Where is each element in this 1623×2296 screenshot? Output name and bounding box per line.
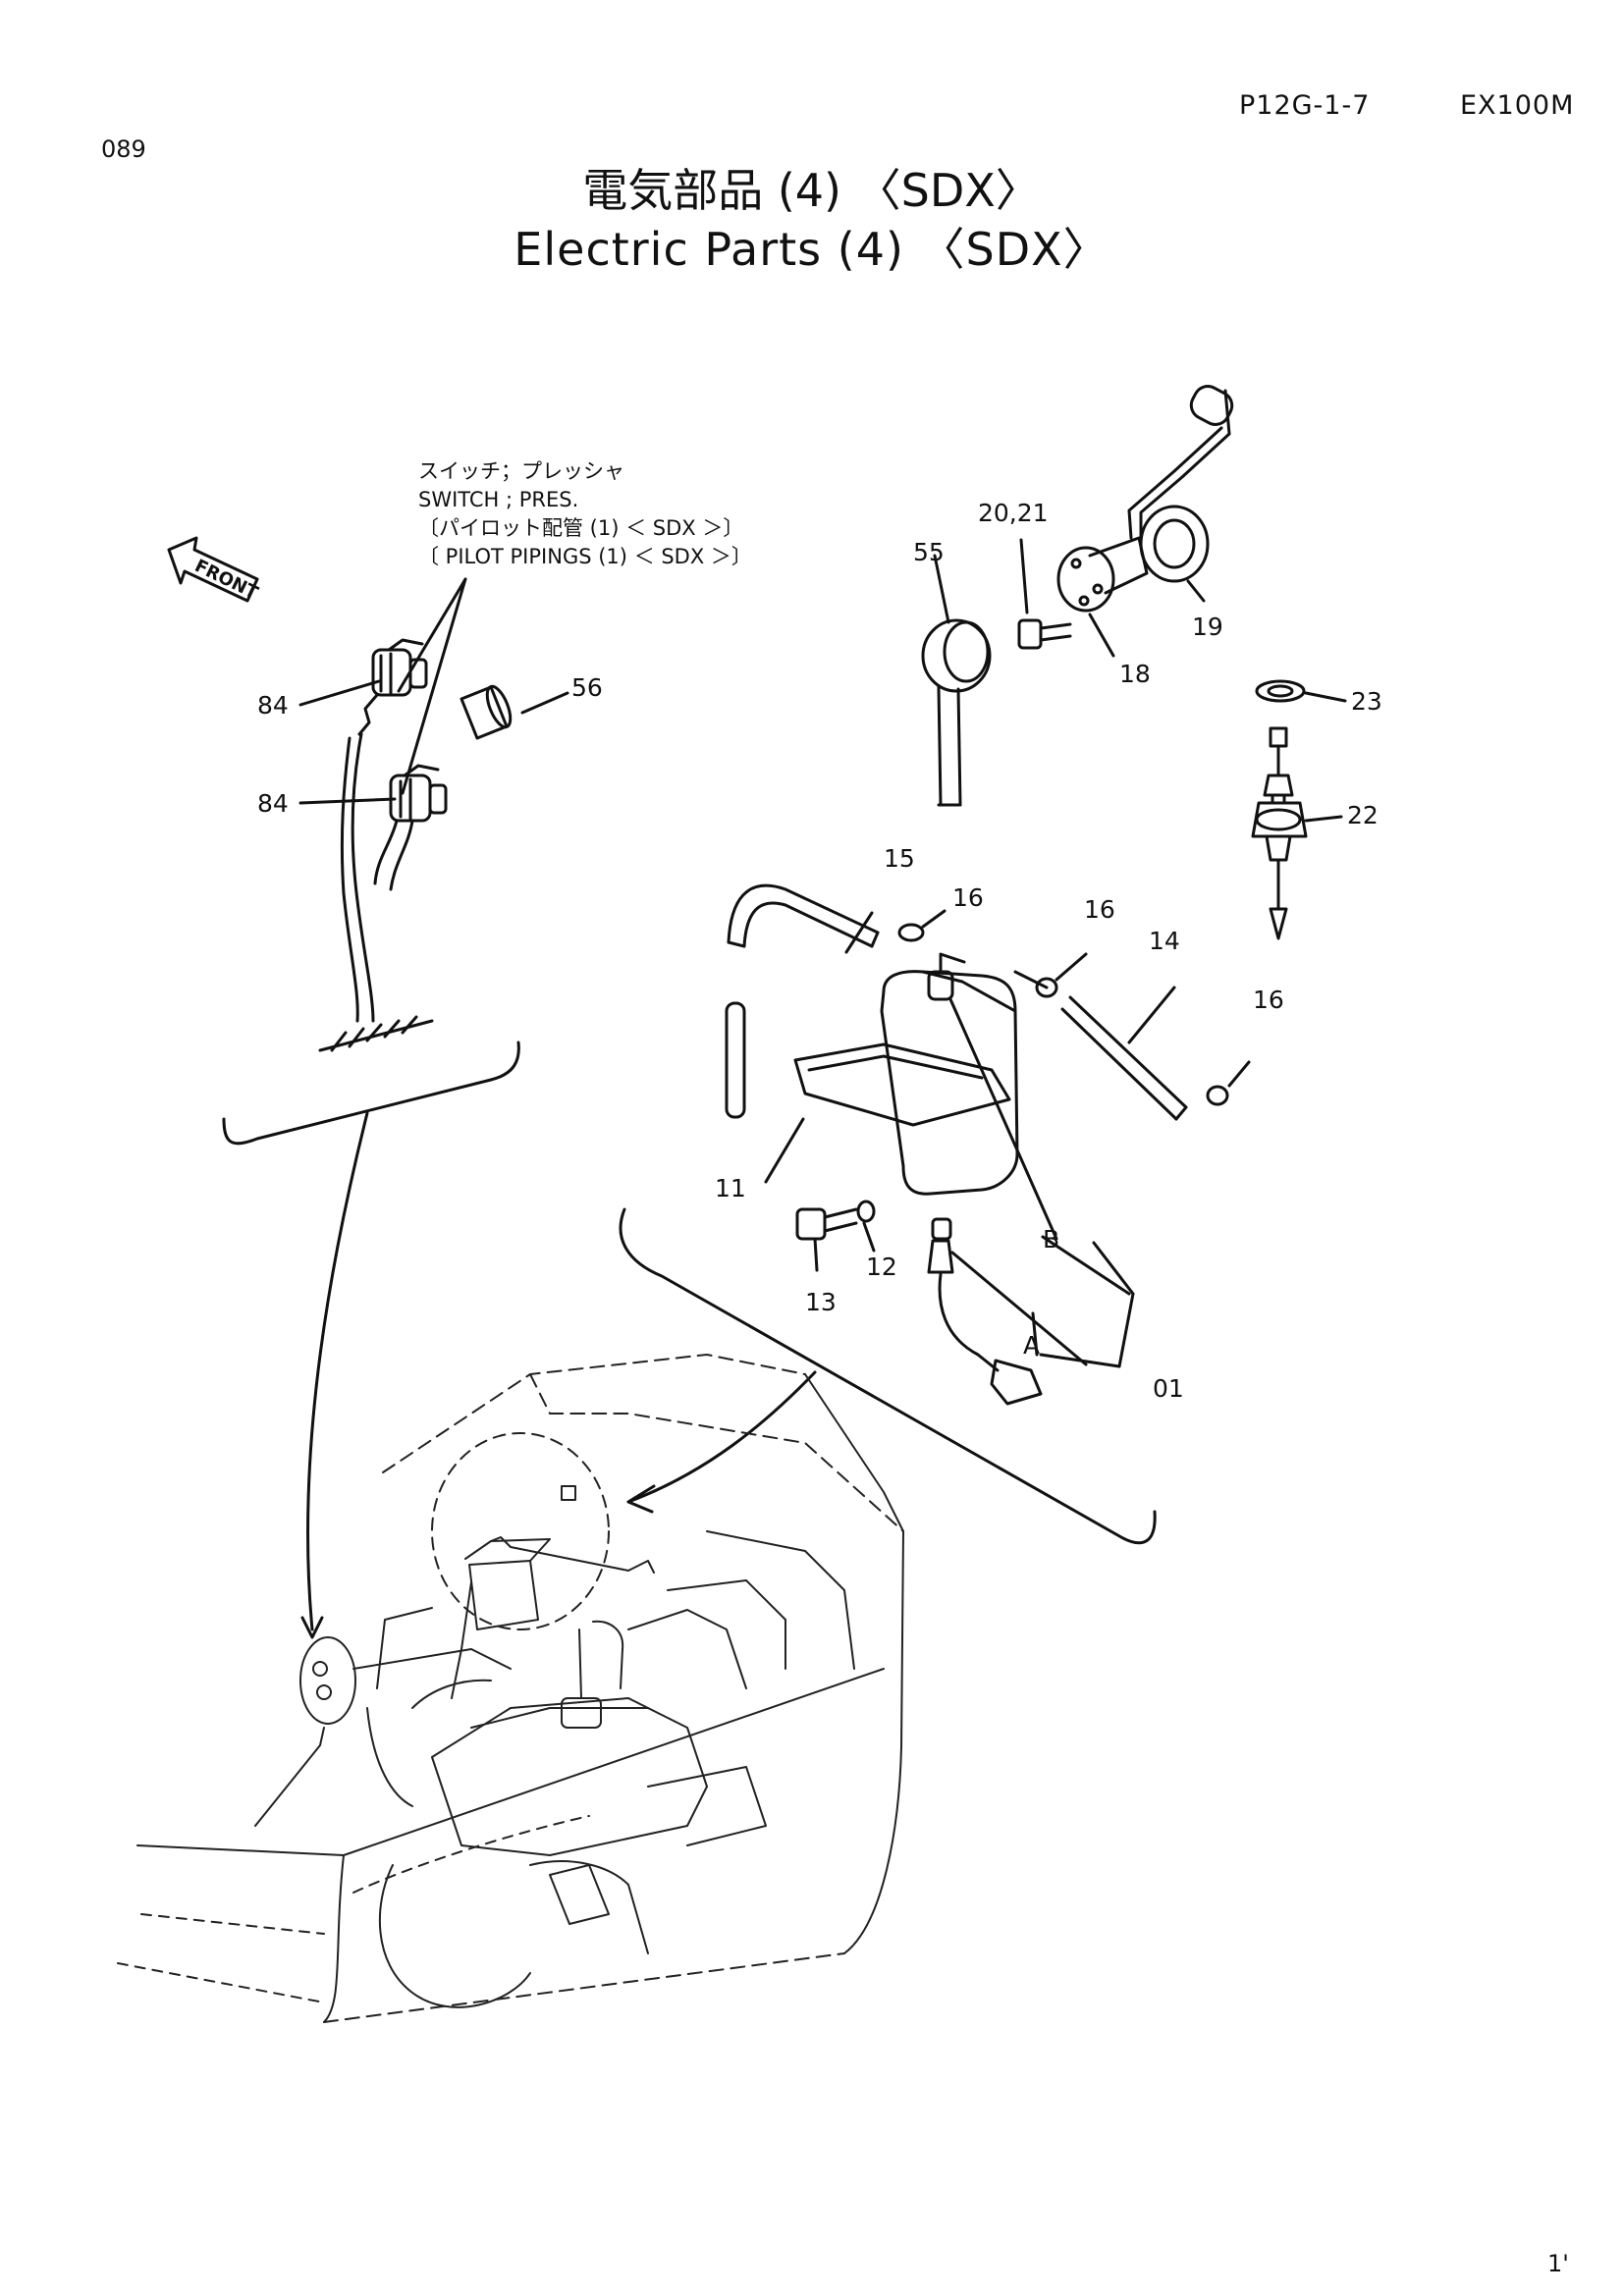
callout-19: 19 — [1192, 613, 1223, 641]
corner-mark: 1' — [1547, 2250, 1569, 2277]
switch-note: スイッチ；プレッシャ SWITCH ; PRES. 〔パイロット配管 (1) ＜… — [418, 457, 752, 571]
callout-56: 56 — [571, 673, 603, 702]
reservoir-tank-detail — [619, 883, 1251, 1545]
front-arrow — [167, 536, 259, 603]
switch-note-ref-en: 〔 PILOT PIPINGS (1) ＜ SDX ＞〕 — [418, 545, 752, 568]
callout-14: 14 — [1149, 927, 1180, 955]
arrow-right-detail — [626, 1370, 817, 1504]
sender-assembly — [921, 385, 1347, 940]
callout-23: 23 — [1351, 687, 1382, 716]
switch-note-en: SWITCH ; PRES. — [418, 488, 579, 511]
callout-15: 15 — [884, 844, 915, 873]
switch-note-jp: スイッチ；プレッシャ — [418, 459, 624, 483]
callout-B: B — [1043, 1225, 1060, 1254]
callout-18: 18 — [1119, 660, 1151, 688]
callout-84-lower: 84 — [257, 789, 289, 818]
callout-20-21: 20,21 — [978, 499, 1049, 527]
machine-overview — [117, 1354, 904, 2023]
callout-55: 55 — [913, 538, 945, 566]
page-number: 089 — [101, 135, 146, 163]
callout-01: 01 — [1153, 1374, 1184, 1403]
pressure-switch-detail — [222, 577, 569, 1146]
callout-22: 22 — [1347, 801, 1379, 829]
model-code: EX100M — [1460, 90, 1575, 121]
title-japanese: 電気部品 (4) 〈SDX〉 — [582, 164, 1041, 217]
callout-16-c: 16 — [1253, 986, 1284, 1014]
callout-13: 13 — [805, 1288, 837, 1316]
switch-note-ref-jp: 〔パイロット配管 (1) ＜ SDX ＞〕 — [418, 516, 744, 540]
page-code: P12G-1-7 — [1239, 90, 1371, 121]
title-english: Electric Parts (4) 〈SDX〉 — [514, 223, 1109, 276]
callout-11: 11 — [715, 1174, 746, 1202]
callout-16-b: 16 — [1084, 895, 1115, 924]
arrow-left-detail — [306, 1111, 369, 1631]
callout-84-upper: 84 — [257, 691, 289, 720]
callout-12: 12 — [866, 1253, 897, 1281]
callout-A: A — [1023, 1331, 1041, 1360]
callout-16-a: 16 — [952, 883, 984, 912]
